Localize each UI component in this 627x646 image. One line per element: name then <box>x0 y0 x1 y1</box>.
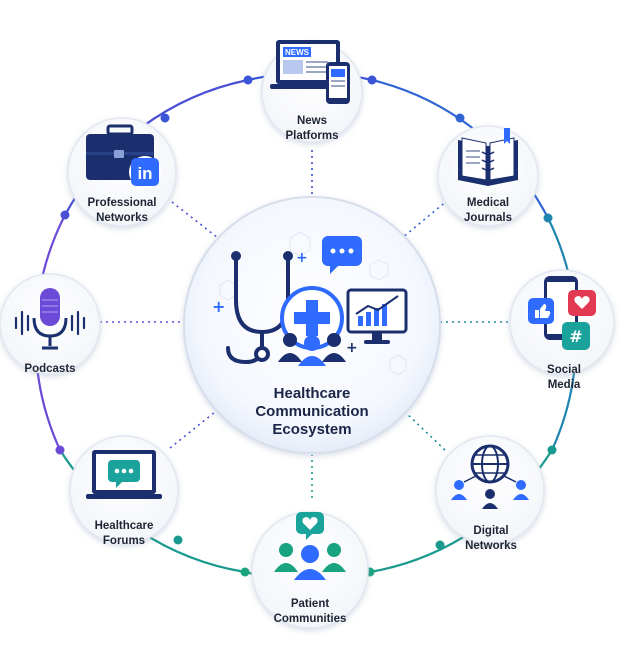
center-title-line-2: Communication <box>255 403 368 420</box>
node-label-line: Forums <box>103 535 145 547</box>
node-label-line: Networks <box>465 540 517 552</box>
node-medical-journals[interactable]: Medical Journals <box>437 125 539 227</box>
node-label-line: Digital <box>473 525 508 537</box>
center-title-line-3: Ecosystem <box>272 421 351 438</box>
digital-network-icon <box>451 444 529 509</box>
social-media-icon: # <box>528 276 596 350</box>
node-label-line: Journals <box>464 212 512 224</box>
node-podcasts[interactable]: Podcasts <box>0 273 101 375</box>
node-label-line: Patient <box>291 598 330 610</box>
plus-icon: + <box>212 297 225 316</box>
linkedin-icon <box>131 158 159 186</box>
node-label-line: Healthcare <box>95 520 154 532</box>
analytics-monitor-icon <box>346 288 408 344</box>
healthcare-forum-icon <box>86 450 162 499</box>
chat-bubble-icon <box>322 236 362 274</box>
node-social-media[interactable]: # Social Media <box>509 269 615 391</box>
plus-icon: + <box>346 340 358 356</box>
patient-community-icon <box>274 512 346 580</box>
node-label-line: Platforms <box>285 130 338 142</box>
node-label-line: Communities <box>274 613 347 625</box>
node-patient-communities[interactable]: Patient Communities <box>251 511 369 629</box>
svg-text:#: # <box>569 327 582 346</box>
people-group-icon <box>278 333 346 366</box>
hashtag-icon <box>562 322 590 350</box>
center-hub: + + + Healthcare Communication Ecosystem <box>183 196 441 454</box>
node-news-platforms[interactable]: NEWS News Platforms <box>261 40 363 143</box>
node-label-line: Podcasts <box>24 363 75 375</box>
node-digital-networks[interactable]: Digital Networks <box>435 435 545 552</box>
svg-text:in: in <box>137 164 152 183</box>
node-label-line: Social <box>547 364 581 376</box>
node-label-line: Media <box>548 379 581 391</box>
center-title-line-1: Healthcare <box>274 385 351 402</box>
professional-network-icon: in <box>86 124 161 188</box>
medical-journal-icon <box>458 128 518 186</box>
node-label-line: Networks <box>96 212 148 224</box>
news-label: NEWS <box>285 48 310 57</box>
node-label-line: Medical <box>467 197 509 209</box>
node-label-line: News <box>297 115 327 127</box>
node-healthcare-forums[interactable]: Healthcare Forums <box>69 435 179 547</box>
plus-icon: + <box>296 250 308 266</box>
podcast-microphone-icon <box>14 288 86 350</box>
connector-lines <box>100 150 520 498</box>
node-label-line: Professional <box>87 197 156 209</box>
news-platform-icon: NEWS <box>270 40 350 104</box>
node-professional-networks[interactable]: in Professional Networks <box>67 117 177 227</box>
